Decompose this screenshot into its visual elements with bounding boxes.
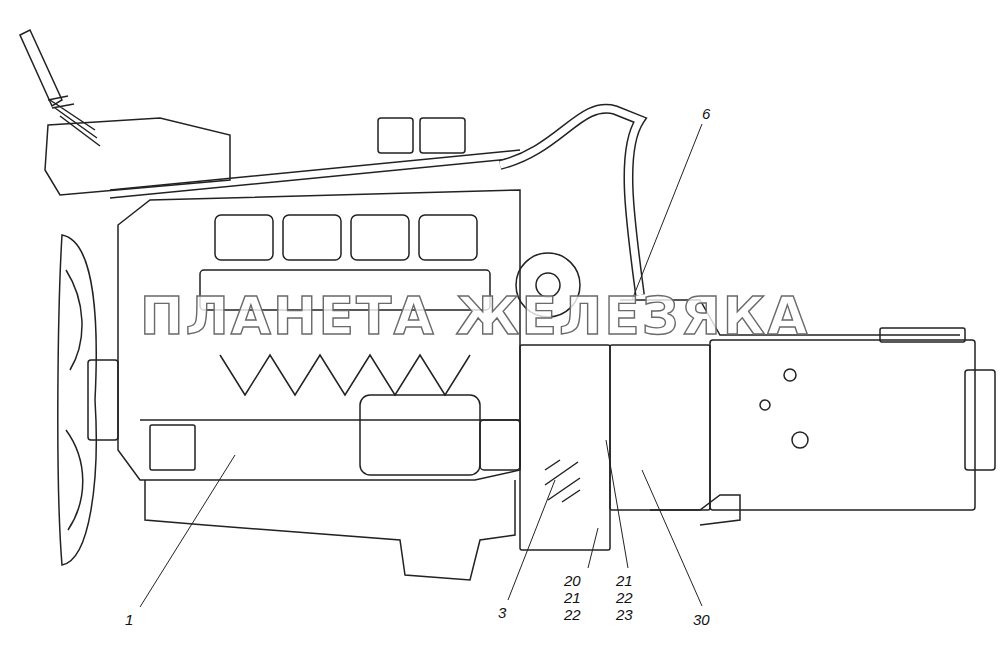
cylinder-head <box>215 215 273 260</box>
fan-blade <box>66 270 83 530</box>
bolt <box>792 432 808 448</box>
leader-line <box>632 124 702 300</box>
lever-base <box>45 118 230 195</box>
callout-number: 1 <box>125 612 133 627</box>
gearbox <box>710 340 975 510</box>
cylinder-head <box>283 215 341 260</box>
callout-number: 22 <box>564 607 581 622</box>
control-rod <box>110 150 520 198</box>
watermark: ПЛАНЕТА ЖЕЛЕЗЯКА <box>140 290 809 342</box>
callout-number: 20 <box>564 573 581 588</box>
callout-number: 21 <box>616 573 633 588</box>
manifold <box>220 355 470 395</box>
block-edge <box>140 419 520 421</box>
cylinder-head <box>419 215 477 260</box>
cylinder-head <box>351 215 409 260</box>
leader-line <box>140 455 235 607</box>
callout-number: 23 <box>616 607 633 622</box>
callout-number: 21 <box>564 590 581 605</box>
lever-boot <box>48 96 100 146</box>
starter <box>360 395 480 475</box>
rear-flange <box>965 370 995 470</box>
leader-line <box>588 528 598 568</box>
callout-number: 22 <box>616 590 633 605</box>
clutch-housing <box>610 345 710 510</box>
callout-number: 3 <box>498 605 506 620</box>
callout-number: 6 <box>702 106 710 121</box>
valve-unit <box>650 495 740 525</box>
fan-hub <box>88 360 118 440</box>
starter-nose <box>480 420 520 470</box>
oil-pan <box>145 480 515 580</box>
fan-blade <box>58 235 96 565</box>
leader-line <box>606 440 628 568</box>
section-hatch <box>545 460 580 502</box>
leader-line <box>642 470 702 606</box>
filler-cap <box>420 118 465 153</box>
bolt <box>784 369 796 381</box>
callout-number: 30 <box>693 612 710 627</box>
flywheel-housing <box>520 345 610 550</box>
cover-plate <box>150 425 195 470</box>
leader-line <box>508 480 555 600</box>
filler-cap <box>378 118 413 153</box>
shift-lever <box>20 30 62 106</box>
bolt <box>760 400 770 410</box>
